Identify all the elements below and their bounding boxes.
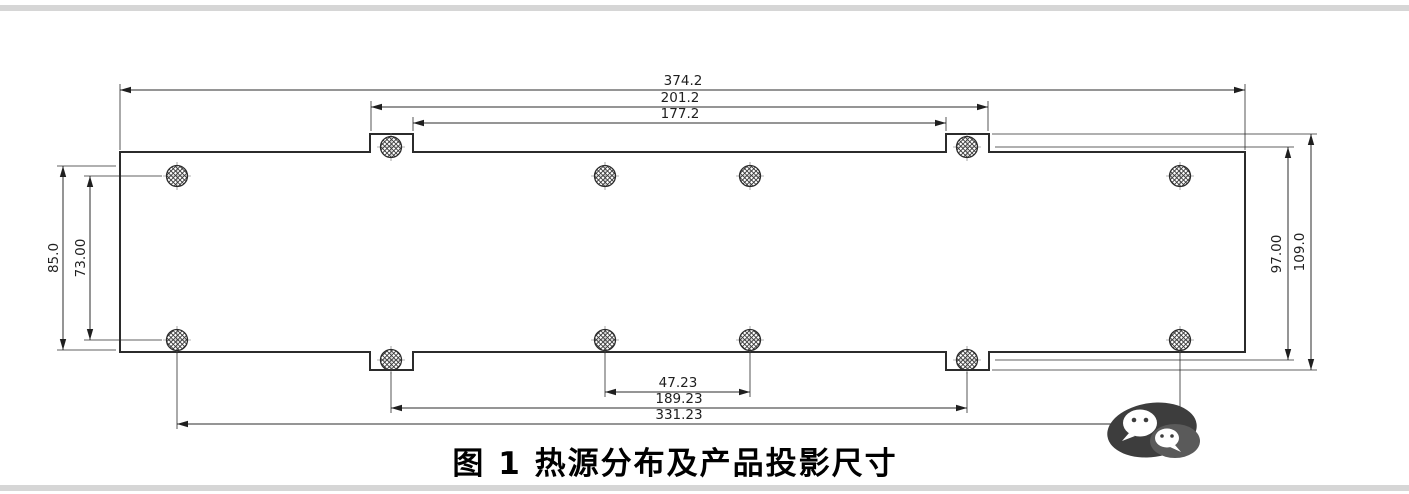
dimension-top-inner: 177.2 <box>412 106 947 131</box>
figure-caption: 图 1 热源分布及产品投影尺寸 <box>452 446 898 482</box>
mounting-hole <box>163 326 191 354</box>
dimension-right-inner: 97.00 <box>995 146 1294 361</box>
mounting-hole <box>736 326 764 354</box>
dimension-top-outer: 201.2 <box>370 90 989 131</box>
dim-right-inner-value: 97.00 <box>1269 235 1285 274</box>
dimension-bottom-inner: 47.23 <box>604 352 751 397</box>
mounting-hole <box>591 162 619 190</box>
mounting-hole <box>591 326 619 354</box>
mounting-hole <box>736 162 764 190</box>
dim-top-inner-value: 177.2 <box>661 106 700 122</box>
dimension-left-inner: 73.00 <box>73 175 162 341</box>
tab-hole <box>377 346 405 374</box>
mounting-holes <box>163 133 1194 374</box>
dimension-bottom-outer: 331.23 <box>176 352 1181 429</box>
part-outline <box>119 133 1246 371</box>
dim-bottom-outer-value: 331.23 <box>655 407 702 423</box>
dimension-right-outer: 109.0 <box>992 133 1317 371</box>
dimension-left-outer: 85.0 <box>46 165 116 351</box>
dim-top-total-value: 374.2 <box>664 73 703 89</box>
tab-hole <box>953 133 981 161</box>
mounting-hole <box>1166 162 1194 190</box>
dim-right-outer-value: 109.0 <box>1292 233 1308 272</box>
tab-hole <box>377 133 405 161</box>
mounting-hole <box>163 162 191 190</box>
dim-top-outer-value: 201.2 <box>661 90 700 106</box>
dimension-top-total: 374.2 <box>119 73 1246 150</box>
mounting-hole <box>1166 326 1194 354</box>
dimension-bottom-middle: 189.23 <box>390 372 968 413</box>
wechat-icon <box>1107 402 1200 458</box>
dim-bottom-middle-value: 189.23 <box>655 391 702 407</box>
dim-bottom-inner-value: 47.23 <box>659 375 698 391</box>
dim-left-outer-value: 85.0 <box>46 243 62 273</box>
dim-left-inner-value: 73.00 <box>73 239 89 278</box>
top-divider <box>0 5 1409 11</box>
bottom-divider <box>0 485 1409 491</box>
tab-hole <box>953 346 981 374</box>
